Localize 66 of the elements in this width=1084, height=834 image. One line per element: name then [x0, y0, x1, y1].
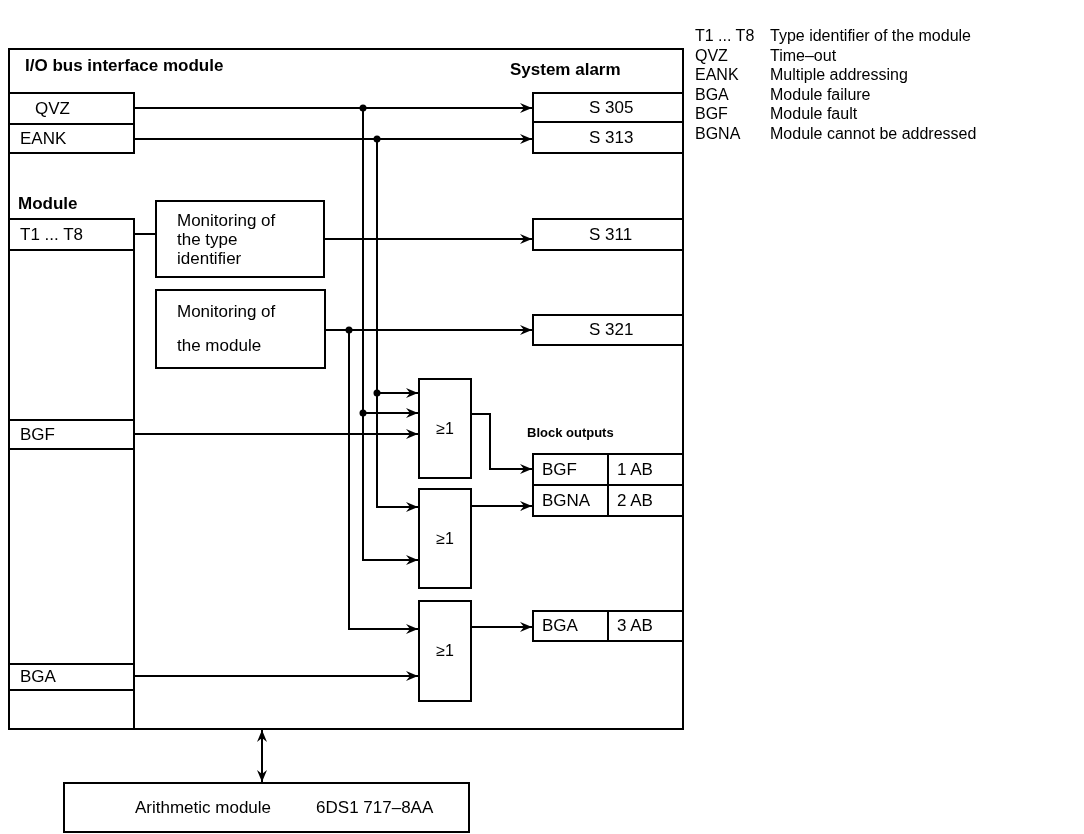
interface-module-frame [8, 48, 684, 730]
output-cell-text: 1 AB [616, 458, 654, 481]
signal-cell [532, 218, 684, 251]
abbreviation: BGF [695, 104, 728, 124]
signal-cell [532, 92, 684, 123]
signal-cell [8, 419, 135, 450]
process-box [155, 200, 325, 278]
module-name: Arithmetic module [134, 797, 272, 818]
arrow [325, 329, 419, 634]
signal-name: EANK [19, 128, 67, 149]
signal-name: S 311 [588, 224, 633, 245]
output-cell: BGF [534, 455, 609, 484]
abbreviation-meaning: Type identifier of the module [770, 26, 971, 46]
abbreviation-meaning: Module cannot be addressed [770, 123, 977, 144]
abbreviation: EANK [695, 65, 739, 85]
arrow [471, 501, 533, 511]
abbreviation: QVZ [695, 45, 728, 66]
signal-name: BGA [19, 667, 56, 687]
or-gate-box [418, 600, 472, 702]
signal-cell [8, 92, 135, 125]
arrow [471, 622, 533, 632]
arrow [324, 234, 533, 244]
gate-symbol: ≥1 [436, 419, 454, 438]
group-heading: Block outputs [527, 424, 614, 442]
block-output-box [532, 453, 684, 486]
output-cell: BGNA [534, 486, 609, 515]
gate-symbol: ≥1 [436, 642, 454, 660]
or-gate-box [418, 378, 472, 479]
abbreviation: BGNA [695, 123, 741, 144]
connector-line [134, 233, 156, 235]
process-text: Monitoring of the type identifier [177, 210, 277, 268]
arrow [134, 671, 419, 681]
arrow [471, 413, 533, 474]
block-output-box [532, 484, 684, 517]
signal-cell [532, 121, 684, 154]
arrow [134, 429, 419, 439]
block-output-box [532, 610, 684, 642]
signal-name: S 313 [588, 127, 634, 148]
signal-name: QVZ [34, 98, 70, 119]
abbreviation: T1 ... T8 [695, 26, 755, 46]
gate-symbol: ≥1 [436, 529, 454, 548]
signal-cell [532, 314, 684, 346]
arrow [257, 729, 267, 783]
output-cell-text: 2 AB [616, 489, 654, 512]
process-box [155, 289, 326, 369]
signal-name: BGF [19, 424, 55, 445]
module-title: I/O bus interface module [25, 56, 225, 76]
abbreviation: BGA [695, 84, 729, 105]
signal-name: S 305 [588, 97, 634, 118]
output-cell: BGA [534, 612, 609, 640]
column-heading: Module [18, 194, 78, 214]
arrow [134, 107, 419, 565]
signal-name: S 321 [588, 320, 634, 340]
or-gate-box [418, 488, 472, 589]
process-text: Monitoring of the module [177, 301, 277, 357]
output-cell-text: 3 AB [616, 615, 654, 637]
order-number: 6DS1 717–8AA [315, 797, 434, 818]
abbreviation-meaning: Module fault [770, 104, 858, 124]
abbreviation-meaning: Time–out [770, 45, 837, 66]
arrow [134, 138, 419, 512]
abbreviation-meaning: Multiple addressing [770, 65, 908, 85]
column-heading: System alarm [510, 60, 621, 80]
abbreviation-meaning: Module failure [770, 84, 871, 105]
arithmetic-module-box [63, 782, 470, 833]
signal-name: T1 ... T8 [19, 224, 83, 245]
signal-cell [8, 123, 135, 154]
